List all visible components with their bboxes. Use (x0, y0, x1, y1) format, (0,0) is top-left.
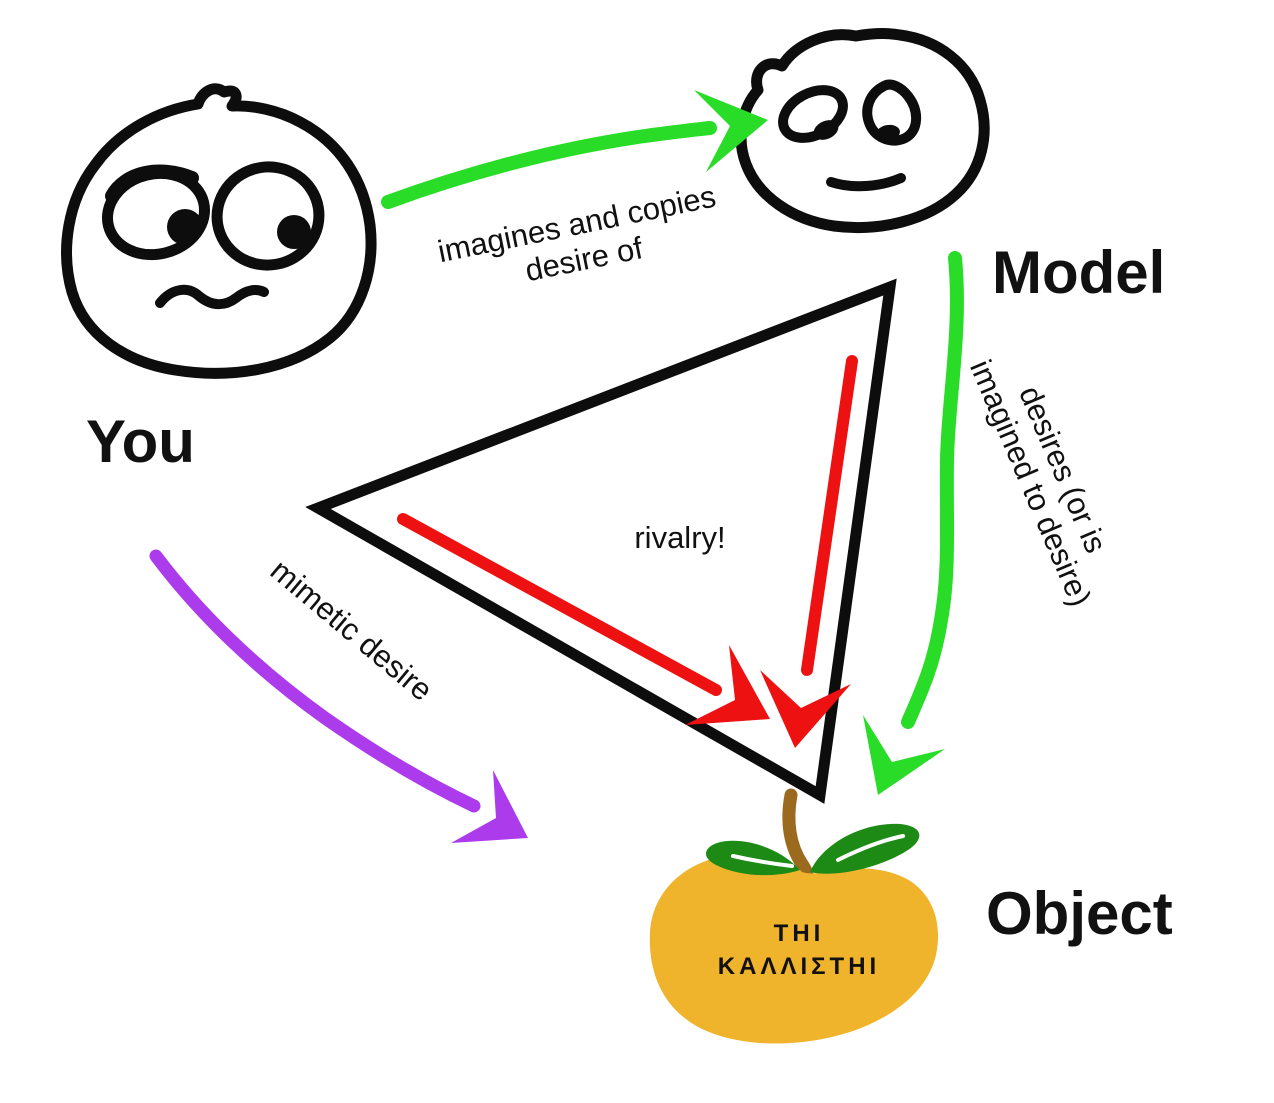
arrow-you-to-object-shaft (149, 549, 481, 813)
you-label: You (86, 408, 195, 475)
arrow-model-to-object (863, 251, 964, 795)
you-left-pupil (167, 209, 203, 245)
you-right-pupil (277, 215, 311, 249)
rivalry-triangle (305, 278, 897, 804)
red-arrow-right (760, 355, 858, 748)
model-right-pupil (876, 124, 900, 142)
arrow-you-to-model (381, 90, 768, 209)
rivalry-label: rivalry! (634, 520, 725, 555)
apple: ΤΗΙ ΚΑΛΛΙΣΤΗΙ (649, 788, 939, 1044)
arrow-model-to-object-head (863, 715, 945, 795)
model-face-outline (735, 27, 990, 234)
apple-body (649, 854, 939, 1044)
apple-inscription-line1: ΤΗΙ (774, 920, 825, 947)
you-mouth (155, 284, 269, 310)
imitation-label: imagines and copies desire of (435, 179, 719, 289)
model-face (735, 27, 990, 234)
red-arrow-left (397, 513, 770, 725)
model-mouth (826, 173, 906, 192)
red-arrow-right-shaft (801, 355, 858, 676)
model-left-pupil (813, 120, 839, 140)
model-label: Model (992, 239, 1165, 306)
apple-left-leaf-highlight (731, 854, 794, 868)
arrow-you-to-object-head (451, 770, 528, 843)
apple-left-leaf (705, 840, 800, 876)
red-arrow-left-head (685, 645, 770, 725)
model-desire-label: desires (or is imagined to desire) (963, 355, 1114, 611)
apple-right-leaf-highlight (836, 834, 905, 862)
model-right-eye-outline (862, 79, 922, 146)
arrow-you-to-model-head (694, 90, 768, 172)
you-face (61, 83, 377, 379)
red-arrow-left-shaft (397, 513, 722, 696)
arrow-model-to-object-shaft (901, 251, 964, 729)
arrow-you-to-object (149, 549, 528, 843)
red-arrow-right-head (760, 670, 851, 748)
you-left-eyebrow (105, 164, 199, 203)
object-label: Object (986, 880, 1173, 947)
arrow-you-to-model-shaft (381, 121, 717, 209)
apple-inscription-line2: ΚΑΛΛΙΣΤΗΙ (718, 953, 880, 980)
